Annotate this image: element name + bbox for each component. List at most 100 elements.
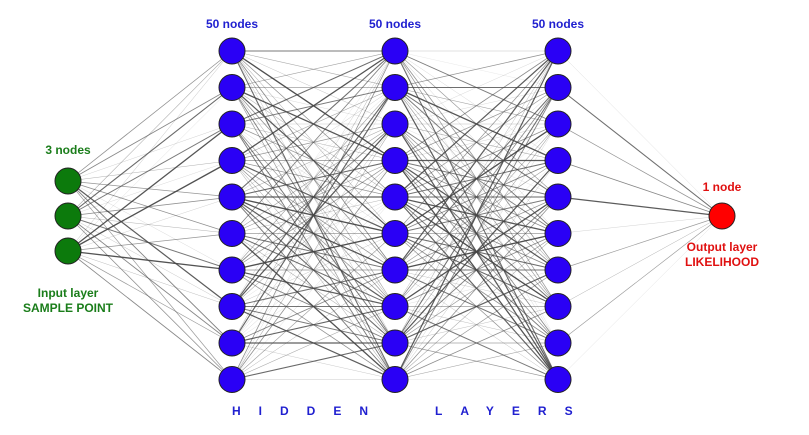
- edge-2-4-0: [394, 50, 559, 198]
- input-layer-subtitle: SAMPLE POINT: [22, 301, 114, 315]
- edge-2-9-2: [394, 123, 559, 380]
- edge-0-2-5: [67, 233, 233, 252]
- neuron-nodes: [54, 37, 736, 393]
- edge-1-6-4: [231, 196, 396, 271]
- edge-2-9-5: [394, 233, 559, 380]
- hidden-3-node-3: [544, 110, 572, 138]
- input-node-3: [54, 237, 82, 265]
- edge-0-2-1: [67, 87, 233, 252]
- edge-1-7-4: [231, 196, 396, 307]
- edge-0-0-6: [67, 180, 233, 271]
- edge-0-2-8: [67, 250, 233, 344]
- edge-3-9-0: [557, 215, 723, 380]
- input-layer-count-label: 3 nodes: [45, 143, 91, 157]
- edge-0-0-1: [67, 87, 233, 182]
- hidden-2-node-7: [381, 256, 409, 284]
- edge-1-9-7: [231, 306, 396, 380]
- hidden-3-node-5: [544, 183, 572, 211]
- hidden-3-node-1: [544, 37, 572, 65]
- edge-1-8-0: [231, 50, 396, 344]
- edge-3-2-0: [557, 123, 723, 217]
- hidden-caption-word-1: HIDDEN: [232, 404, 387, 418]
- edge-1-5-0: [231, 50, 396, 234]
- hidden-3-node-2: [544, 74, 572, 101]
- edge-2-9-0: [394, 50, 559, 380]
- edge-1-8-7: [231, 305, 396, 344]
- edge-3-3-0: [557, 160, 723, 217]
- edge-2-5-0: [394, 50, 559, 234]
- hidden-1-node-9: [218, 329, 246, 357]
- edge-2-7-0: [394, 50, 559, 307]
- edge-0-1-7: [67, 215, 233, 307]
- hidden-layer-1-count-label: 50 nodes: [205, 17, 259, 31]
- edge-0-1-6: [67, 215, 233, 271]
- connection-edges: [67, 50, 723, 381]
- edge-3-0-0: [557, 50, 723, 217]
- hidden-2-node-1: [381, 37, 409, 65]
- edge-1-9-3: [231, 160, 396, 380]
- input-node-1: [54, 167, 82, 195]
- output-layer-subtitle: LIKELIHOOD: [685, 255, 759, 269]
- edge-2-9-7: [394, 306, 559, 380]
- edge-2-2-0: [394, 50, 559, 125]
- edge-2-3-0: [394, 50, 559, 161]
- edge-0-1-0: [67, 50, 233, 217]
- hidden-1-node-4: [218, 147, 246, 174]
- hidden-2-node-10: [381, 366, 409, 393]
- edge-0-0-7: [67, 180, 233, 307]
- edge-2-9-4: [394, 196, 559, 380]
- edge-1-1-0: [231, 50, 396, 88]
- hidden-2-node-6: [381, 220, 409, 247]
- edge-2-9-1: [394, 87, 559, 380]
- edge-0-0-8: [67, 180, 233, 344]
- edge-0-0-3: [67, 160, 233, 182]
- edge-2-8-0: [394, 50, 559, 344]
- output-node-1: [708, 202, 736, 230]
- edge-2-9-8: [394, 342, 559, 380]
- edge-0-1-8: [67, 215, 233, 344]
- hidden-2-node-3: [381, 110, 409, 138]
- edge-3-6-0: [557, 215, 723, 271]
- edge-0-0-5: [67, 180, 233, 234]
- edge-2-7-1: [394, 87, 559, 307]
- hidden-1-node-2: [218, 74, 246, 101]
- edge-1-9-6: [231, 269, 396, 380]
- edge-0-0-2: [67, 123, 233, 182]
- edge-1-8-2: [231, 123, 396, 344]
- hidden-2-node-4: [381, 147, 409, 174]
- hidden-1-node-5: [218, 183, 246, 211]
- edge-3-1-0: [557, 87, 723, 217]
- edge-0-2-0: [67, 50, 233, 252]
- hidden-1-node-6: [218, 220, 246, 247]
- hidden-3-node-7: [544, 256, 572, 284]
- edge-1-5-1: [231, 87, 396, 234]
- edge-1-3-0: [231, 50, 396, 162]
- edge-2-1-0: [394, 50, 559, 88]
- hidden-2-node-9: [381, 329, 409, 357]
- edge-3-5-0: [557, 215, 723, 234]
- edge-0-2-9: [67, 250, 233, 380]
- edge-1-4-2: [231, 123, 396, 198]
- edge-2-6-0: [394, 50, 559, 271]
- edge-1-9-8: [231, 342, 396, 381]
- edge-1-9-4: [231, 196, 396, 380]
- output-layer-count-label: 1 node: [702, 180, 742, 194]
- edge-1-6-5: [231, 232, 396, 271]
- edge-0-1-9: [67, 215, 233, 380]
- edge-0-2-7: [67, 250, 233, 307]
- edge-0-0-4: [67, 180, 233, 198]
- edge-2-9-6: [394, 269, 559, 380]
- edge-1-7-1: [231, 87, 396, 307]
- edge-1-8-3: [231, 160, 396, 344]
- edge-0-2-6: [67, 250, 233, 271]
- hidden-1-node-10: [218, 366, 246, 393]
- edge-0-2-2: [67, 123, 233, 252]
- hidden-2-node-5: [381, 183, 409, 211]
- output-layer-name: Output layer: [686, 240, 758, 254]
- edge-1-9-2: [231, 123, 396, 380]
- hidden-3-node-4: [544, 147, 572, 174]
- edge-0-2-3: [67, 159, 233, 252]
- edge-1-7-3: [231, 160, 396, 307]
- hidden-layer-2-count-label: 50 nodes: [368, 17, 422, 31]
- edge-2-6-1: [394, 87, 559, 271]
